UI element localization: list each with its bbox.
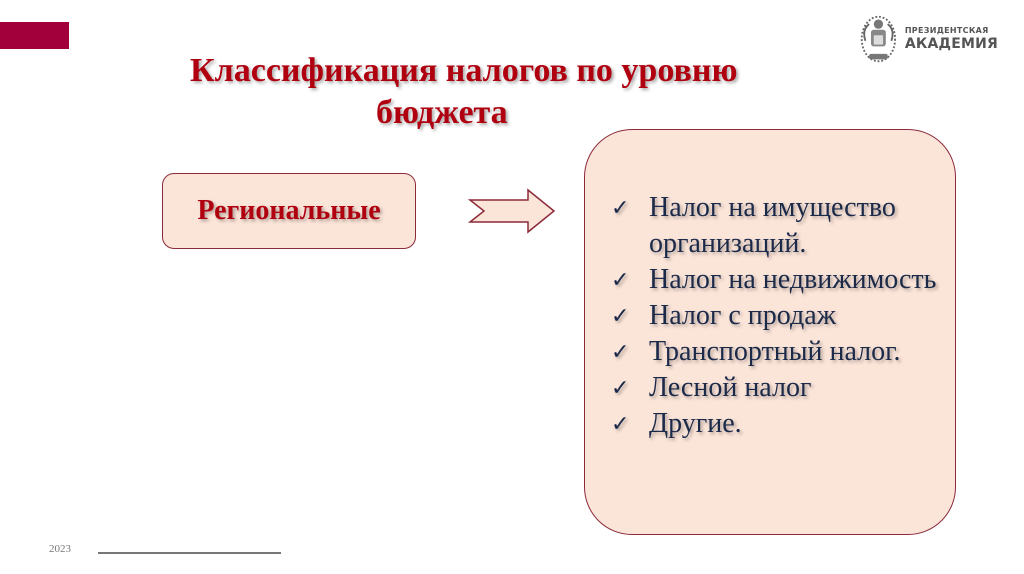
academy-logo: ПРЕЗИДЕНТСКАЯ АКАДЕМИЯ <box>858 10 998 68</box>
footer-year: 2023 <box>49 543 71 555</box>
list-item-text: Другие. <box>649 408 742 439</box>
list-item-text: Налог на имущество организаций. <box>649 192 896 259</box>
title-line-1: Классификация налогов по уровню <box>190 52 738 89</box>
tax-list-box: ✓ Налог на имущество организаций. ✓ Нало… <box>584 129 956 535</box>
list-item-text: Налог на недвижимость <box>649 264 937 295</box>
tax-list: ✓ Налог на имущество организаций. ✓ Нало… <box>611 190 951 442</box>
check-icon: ✓ <box>611 339 630 364</box>
arrow-right-icon <box>468 188 556 234</box>
list-item: ✓ Транспортный налог. <box>611 334 951 370</box>
check-icon: ✓ <box>611 267 630 292</box>
logo-text-line1: ПРЕЗИДЕНТСКАЯ <box>904 26 989 35</box>
check-icon: ✓ <box>611 375 630 400</box>
list-item: ✓ Лесной налог <box>611 370 951 406</box>
list-item: ✓ Другие. <box>611 406 951 442</box>
title-line-2: бюджета <box>376 94 508 131</box>
list-item: ✓ Налог на недвижимость <box>611 262 951 298</box>
list-item: ✓ Налог на имущество организаций. <box>611 190 951 262</box>
logo-text-line2: АКАДЕМИЯ <box>904 36 998 52</box>
list-item-text: Налог с продаж <box>649 300 836 331</box>
list-item-text: Лесной налог <box>649 372 812 403</box>
check-icon: ✓ <box>611 195 630 220</box>
emblem-icon <box>860 15 897 63</box>
check-icon: ✓ <box>611 411 630 436</box>
check-icon: ✓ <box>611 303 630 328</box>
category-box: Региональные <box>162 173 416 249</box>
footer-divider <box>98 552 281 554</box>
accent-bar <box>0 22 69 49</box>
list-item-text: Транспортный налог. <box>649 336 901 367</box>
slide-title: Классификация налогов по уровню бюджета <box>190 50 830 134</box>
list-item: ✓ Налог с продаж <box>611 298 951 334</box>
category-label: Региональные <box>197 195 381 226</box>
